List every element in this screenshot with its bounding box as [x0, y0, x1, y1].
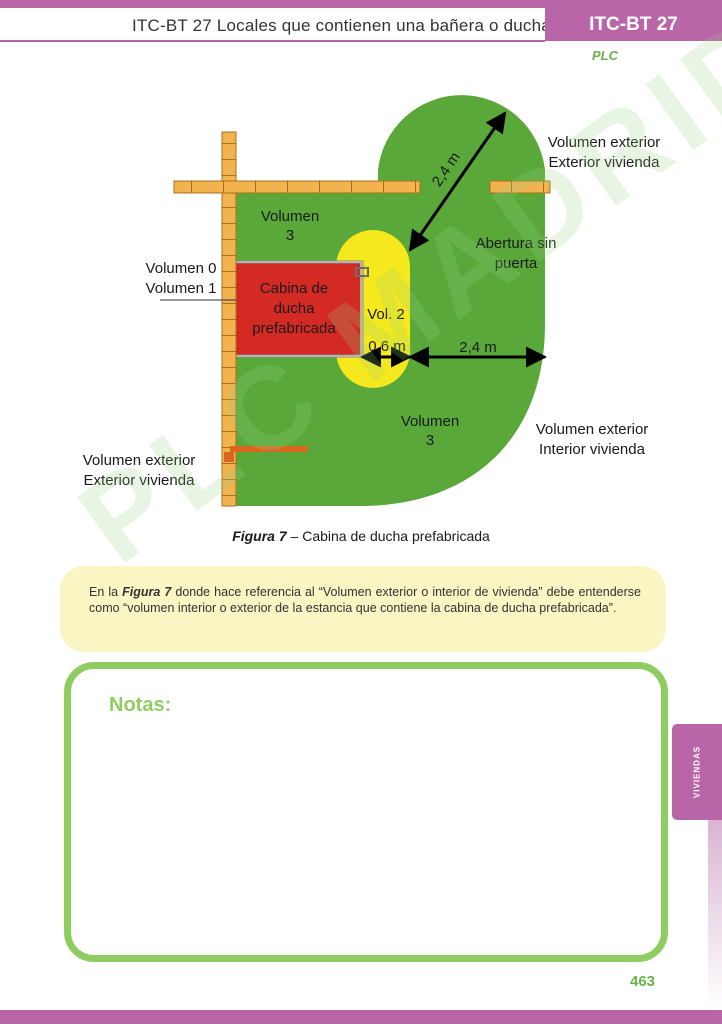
- page-number: 463: [630, 973, 656, 990]
- bottom-bar: [0, 1010, 722, 1024]
- figure-caption-text: – Cabina de ducha prefabricada: [286, 528, 490, 544]
- label-cabina-line3: prefabricada: [252, 320, 336, 337]
- header-code-badge: ITC-BT 27: [545, 8, 722, 41]
- label-abertura-line2: puerta: [495, 255, 538, 272]
- brick-wall-top-right: [489, 180, 551, 194]
- label-vol-ext-top-line2: Exterior vivienda: [549, 154, 661, 171]
- label-volumen-3-top: Volumen: [261, 208, 319, 225]
- figure-7-diagram: Volumen 3 Volumen 0 Volumen 1 Cabina de …: [83, 95, 661, 507]
- label-vol-ext-left-line1: Volumen exterior: [83, 452, 196, 469]
- label-volumen-1: Volumen 1: [146, 280, 217, 297]
- label-vol-ext-top-line1: Volumen exterior: [548, 134, 661, 151]
- label-dimension-24-horizontal: 2,4 m: [459, 339, 497, 356]
- brick-wall-top-left: [173, 180, 421, 194]
- label-volumen-3-top-number: 3: [286, 227, 294, 244]
- door: [230, 446, 308, 452]
- label-volumen-3-bottom: Volumen: [401, 413, 459, 430]
- top-bar: [0, 0, 722, 8]
- label-vol-ext-right-line2: Interior vivienda: [539, 441, 646, 458]
- notes-title: Notas:: [109, 694, 172, 716]
- label-vol-2: Vol. 2: [367, 306, 405, 323]
- brick-wall-vertical: [221, 131, 237, 507]
- dimension-arrow-diagonal: [408, 111, 507, 252]
- door-hinge: [224, 452, 234, 462]
- label-cabina-line1: Cabina de: [260, 280, 328, 297]
- cabin-handle: [355, 267, 369, 277]
- note-figure-ref: Figura 7: [122, 585, 172, 599]
- notes-box: [64, 662, 668, 962]
- section-side-tab: VIVIENDAS: [672, 724, 722, 820]
- note-box: [60, 566, 666, 652]
- figure-caption: Figura 7 – Cabina de ducha prefabricada: [0, 528, 722, 544]
- label-cabina-line2: ducha: [274, 300, 316, 317]
- page-header-title: ITC-BT 27 Locales que contienen una bañe…: [132, 16, 551, 35]
- label-volumen-0: Volumen 0: [146, 260, 217, 277]
- note-body: donde hace referencia al “Volumen exteri…: [89, 585, 642, 615]
- note-prefix: En la: [89, 585, 123, 599]
- label-volumen-3-bottom-number: 3: [426, 432, 434, 449]
- label-vol-ext-right-line1: Volumen exterior: [536, 421, 649, 438]
- note-text: En la Figura 7 donde hace referencia al …: [89, 584, 641, 616]
- label-abertura-line1: Abertura sin: [476, 235, 557, 252]
- label-vol-ext-left-line2: Exterior vivienda: [84, 472, 196, 489]
- publisher-logo: PLC: [592, 48, 618, 63]
- side-fade-decoration: [708, 820, 722, 1010]
- figure-caption-number: Figura 7: [232, 528, 287, 544]
- volume-exterior-door-quarter: [224, 383, 308, 450]
- section-side-tab-label: VIVIENDAS: [692, 745, 702, 799]
- shower-cabin: [236, 262, 360, 356]
- header-rule: [0, 40, 545, 42]
- label-dimension-06: 0,6 m: [368, 338, 406, 355]
